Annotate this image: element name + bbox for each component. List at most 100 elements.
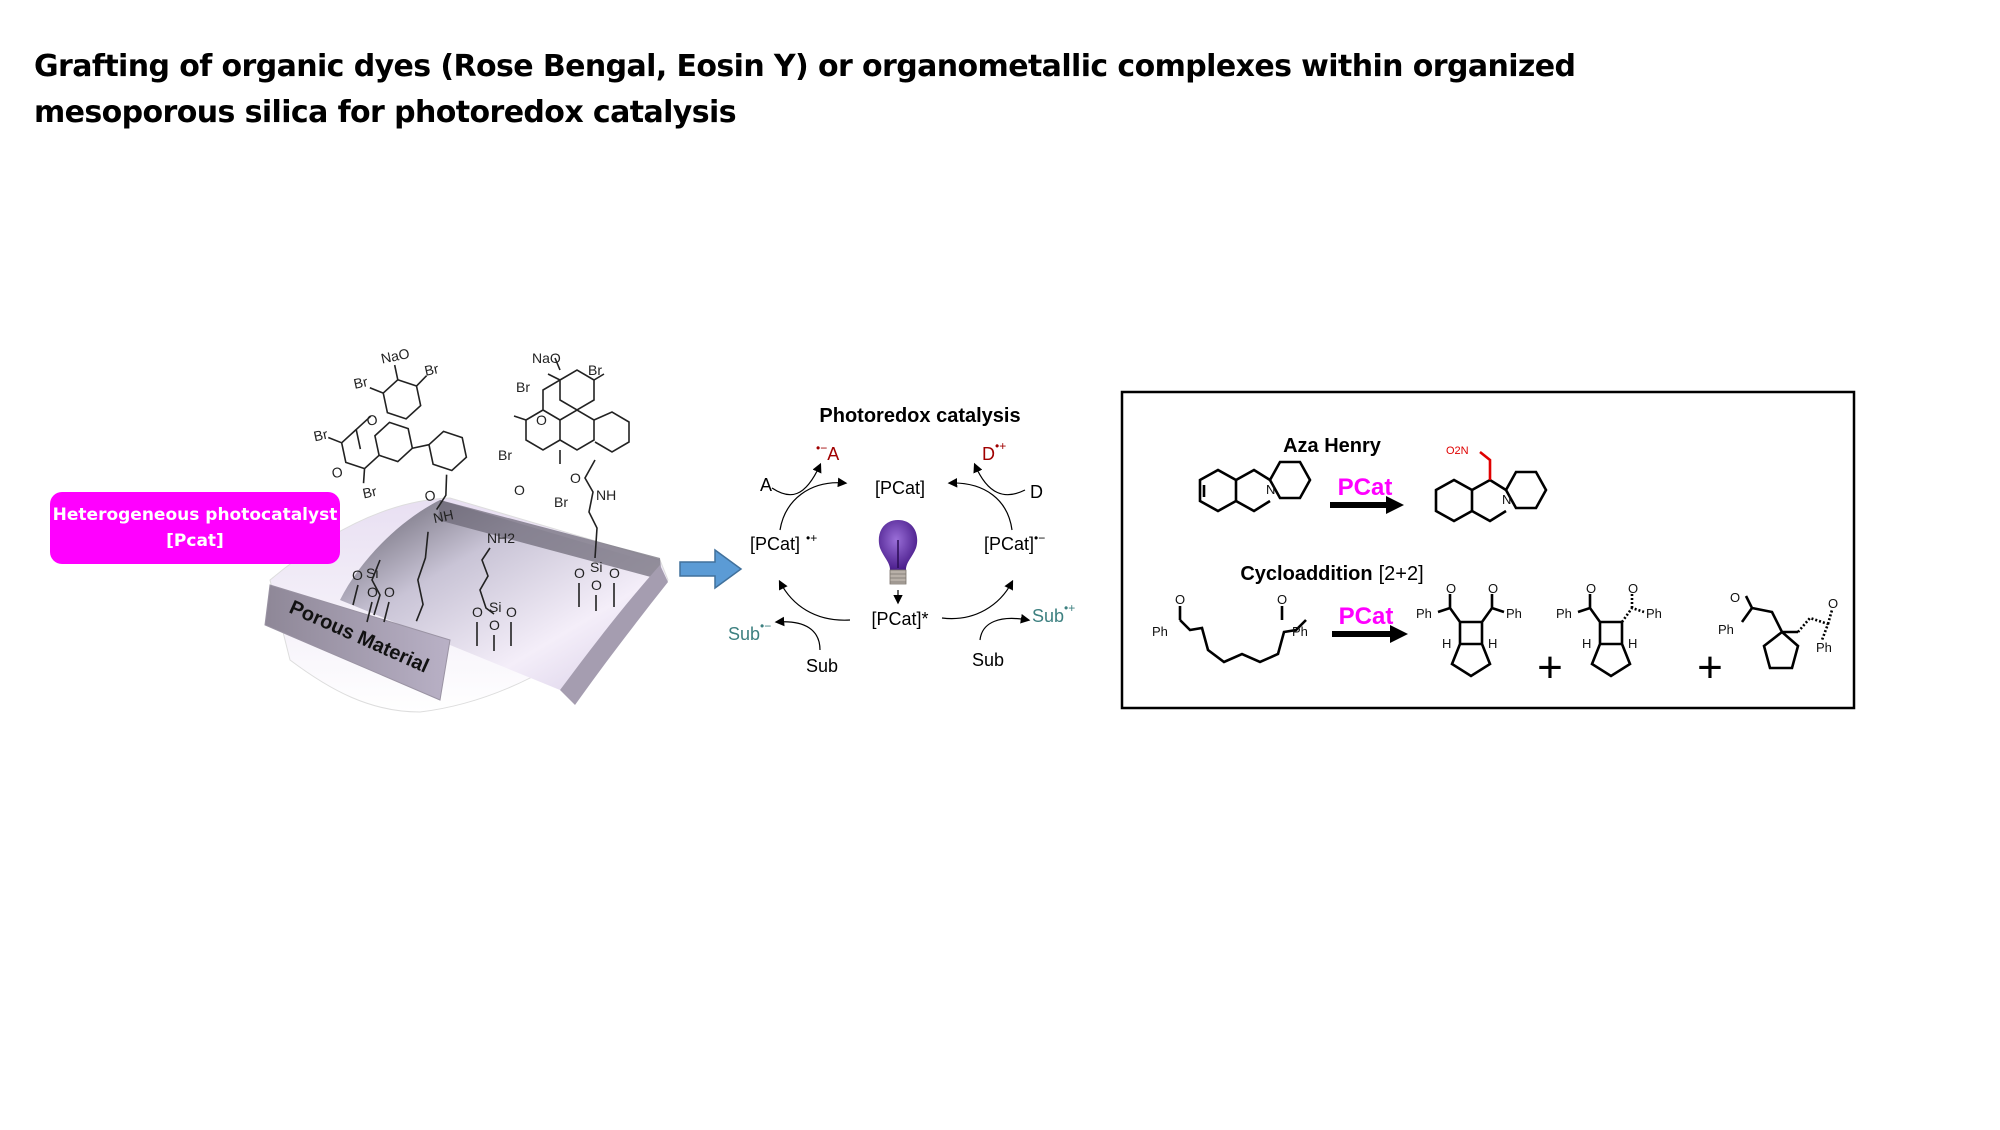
dye2-br-2: Br <box>516 379 530 395</box>
dye2-si-o-2: O <box>591 577 602 593</box>
dye2-br-3: Br <box>498 447 512 463</box>
plus-sign-2: + <box>1697 643 1723 692</box>
dye1-si-o-1: O <box>352 567 363 583</box>
amine-si-o-1: O <box>472 604 483 620</box>
dye1-ring-o: O <box>365 411 379 429</box>
aminopropyl-structure: NH2 Si O O O <box>472 530 517 651</box>
p2-ph-2: Ph <box>1646 606 1662 621</box>
cycloaddition-arrowhead <box>1390 625 1408 643</box>
cycloaddition-product-1: O O Ph Ph H H <box>1416 581 1522 678</box>
p2-h-1: H <box>1582 636 1591 651</box>
dye1-silane-anchor: Si O O O <box>352 559 395 623</box>
arc-left-down <box>778 579 851 621</box>
dye1-br-4: Br <box>361 483 378 502</box>
p1-h-2: H <box>1488 636 1497 651</box>
arc-right-up <box>947 478 1013 531</box>
reactions-box: Aza Henry N PCat O2N N Cycloaddition[2+2… <box>1120 390 1856 710</box>
reactant-ph-2: Ph <box>1292 624 1308 639</box>
sub-reduced-label: Sub•− <box>728 619 771 644</box>
aza-henry-catalyst: PCat <box>1338 474 1393 501</box>
p2-o-1: O <box>1586 581 1596 596</box>
cycloaddition-product-2: O O Ph Ph H H <box>1556 581 1662 678</box>
dye1-nao: NaO <box>379 345 411 367</box>
pcat-reduced: [PCat]•− <box>984 531 1045 554</box>
dye1-br-1: Br <box>352 373 369 392</box>
silica-sheet <box>264 497 669 713</box>
sub-oxidized-label: Sub•+ <box>1032 601 1075 626</box>
pcat-ground: [PCat] <box>875 478 925 498</box>
heterogeneous-photocatalyst-badge: Heterogeneous photocatalyst [Pcat] <box>50 492 340 564</box>
arc-acceptor <box>771 462 822 496</box>
plus-sign-1: + <box>1537 643 1563 692</box>
reactant-o-2: O <box>1277 592 1287 607</box>
cycloaddition-catalyst: PCat <box>1339 603 1394 630</box>
aza-henry-arrowhead <box>1386 496 1404 514</box>
donor-label: D <box>1030 482 1043 502</box>
dye1-keto-o: O <box>330 463 344 481</box>
donor-oxidized-label: D•+ <box>982 439 1006 464</box>
title-line-2: mesoporous silica for photoredox catalys… <box>34 95 737 130</box>
dye2-br-4: Br <box>554 494 568 510</box>
sub-left-label: Sub <box>806 656 838 676</box>
dye2-keto-o: O <box>514 482 525 498</box>
p2-ph-1: Ph <box>1556 606 1572 621</box>
rose-bengal-structure-1: NaO Br Br Br Br O O O NH <box>312 345 468 622</box>
amine-si-o-3: O <box>506 604 517 620</box>
badge-line-2: [Pcat] <box>166 531 224 551</box>
aza-product-n: N <box>1502 492 1511 507</box>
aza-henry-product: O2N N <box>1434 445 1548 523</box>
p3-ph-2: Ph <box>1816 640 1832 655</box>
arc-left-up <box>779 477 848 531</box>
dye1-amide-o: O <box>423 487 437 505</box>
dye1-si-o-3: O <box>384 584 395 600</box>
amine-label: NH2 <box>487 530 515 546</box>
dye2-nao: NaO <box>532 350 561 366</box>
p3-o-2: O <box>1828 596 1838 611</box>
process-arrow-icon <box>679 548 743 590</box>
dye1-br-3: Br <box>312 426 329 445</box>
p2-h-2: H <box>1628 636 1637 651</box>
p1-ph-1: Ph <box>1416 606 1432 621</box>
acceptor-label: A <box>760 475 772 495</box>
photoredox-cycle: Photoredox catalysis [PCat] [PCat]•+ [PC… <box>728 405 1075 676</box>
eosin-structure-2: NaO Br Br Br Br O O O NH Si O O O <box>498 350 630 611</box>
sub-right-label: Sub <box>972 650 1004 670</box>
nitro-group: O2N <box>1446 445 1469 457</box>
arc-sub-left <box>774 616 821 651</box>
dye2-amide-o: O <box>570 470 581 486</box>
dye2-br-1: Br <box>588 362 602 378</box>
pcat-oxidized: [PCat]•+ <box>750 531 817 554</box>
p3-ph-1: Ph <box>1718 622 1734 637</box>
dye1-si-o-2: O <box>367 584 378 600</box>
amine-si: Si <box>489 599 501 615</box>
p1-h-1: H <box>1442 636 1451 651</box>
page-title: Grafting of organic dyes (Rose Bengal, E… <box>34 44 1634 136</box>
pcat-excited: [PCat]* <box>871 609 928 629</box>
light-bulb-icon <box>878 520 918 585</box>
dye2-ring-o: O <box>536 412 547 428</box>
dye2-si-o-3: O <box>609 565 620 581</box>
acceptor-reduced-label: •−A <box>816 441 839 464</box>
amine-si-o-2: O <box>489 617 500 633</box>
arc-right-down <box>941 579 1014 620</box>
p2-o-2: O <box>1628 581 1638 596</box>
badge-line-1: Heterogeneous photocatalyst <box>52 505 338 525</box>
cycloaddition-title: Cycloaddition[2+2] <box>1240 563 1423 585</box>
aza-henry-title: Aza Henry <box>1283 435 1382 457</box>
arc-donor <box>973 462 1026 496</box>
p1-ph-2: Ph <box>1506 606 1522 621</box>
p3-o-1: O <box>1730 590 1740 605</box>
dye1-si: Si <box>366 565 378 581</box>
arc-sub-right <box>979 614 1031 641</box>
aza-henry-reactant: N <box>1198 460 1312 513</box>
dye2-si: Si <box>590 559 602 575</box>
p1-o-1: O <box>1446 581 1456 596</box>
aza-reactant-n: N <box>1266 482 1275 497</box>
dye2-si-o-1: O <box>574 565 585 581</box>
dye2-amide-nh: NH <box>596 487 616 503</box>
reactant-ph-1: Ph <box>1152 624 1168 639</box>
p1-o-2: O <box>1488 581 1498 596</box>
cycloaddition-product-3: O O Ph Ph <box>1718 590 1838 670</box>
cycloaddition-reactant: O O Ph Ph <box>1152 592 1308 664</box>
reactant-o-1: O <box>1175 592 1185 607</box>
